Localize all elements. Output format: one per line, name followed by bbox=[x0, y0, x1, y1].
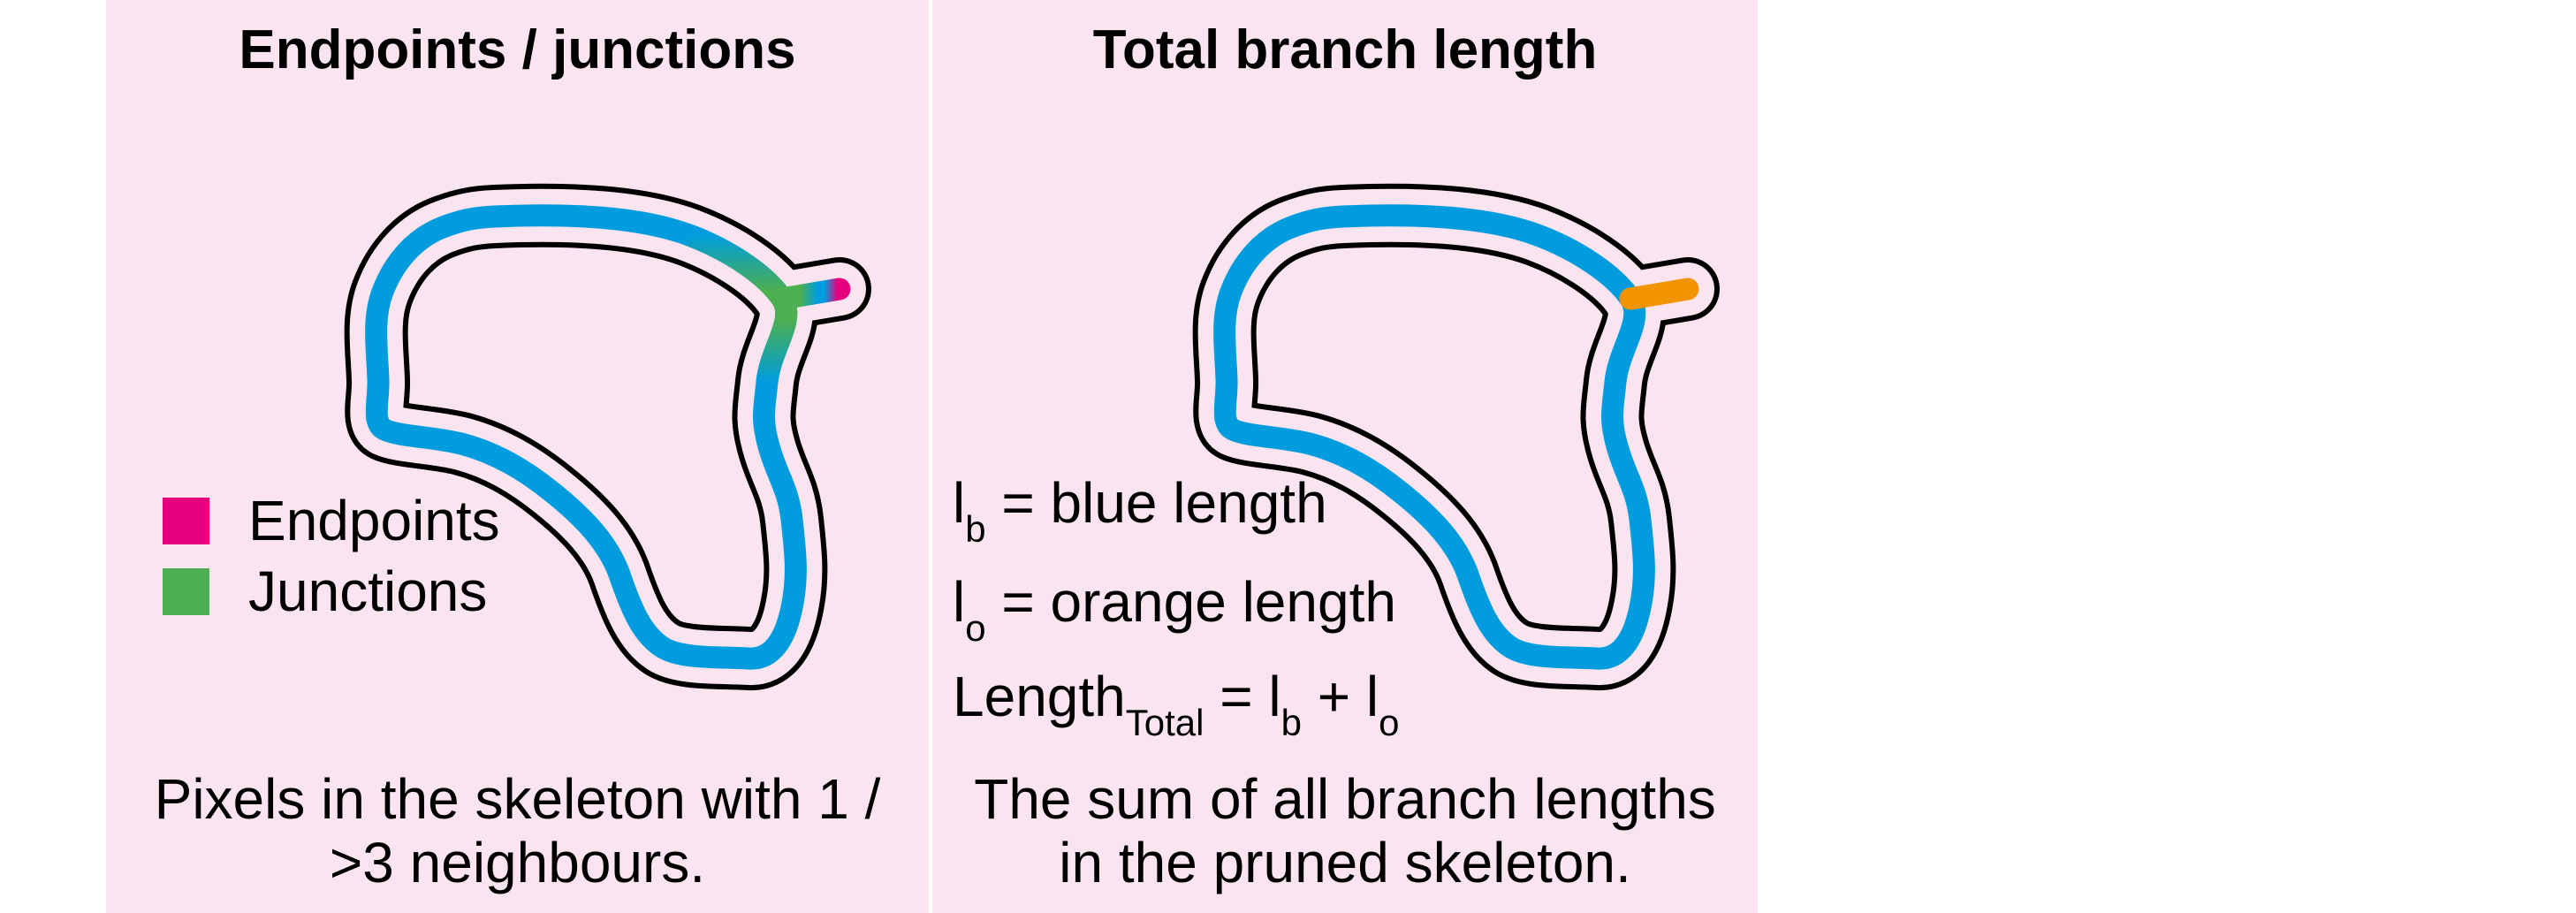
eq-orange-subscript: o bbox=[965, 607, 986, 649]
panel-title-endpoints-junctions: Endpoints / junctions bbox=[239, 19, 796, 80]
formula-equals-lb: = l bbox=[1204, 665, 1281, 728]
panel-title-total-branch-length: Total branch length bbox=[1092, 19, 1598, 80]
legend-row-endpoints: Endpoints bbox=[163, 489, 500, 552]
skeleton-diagram-endpoints bbox=[106, 0, 929, 913]
panel-endpoints-junctions: Endpoints / junctions bbox=[106, 0, 929, 913]
total-length-formula: LengthTotal = lb + lo bbox=[953, 661, 1400, 758]
eq-blue-length: lb = blue length bbox=[953, 467, 1396, 566]
caption-total-branch-length: The sum of all branch lengths in the pru… bbox=[932, 767, 1758, 894]
eq-orange-rest: = orange length bbox=[985, 570, 1396, 634]
eq-blue-subscript: b bbox=[965, 508, 986, 550]
branch-stub-orange bbox=[1630, 289, 1688, 299]
eq-blue-rest: = blue length bbox=[985, 471, 1327, 535]
length-definitions: lb = blue length lo = orange length bbox=[953, 467, 1396, 665]
endpoints-swatch-icon bbox=[163, 497, 209, 544]
caption-line-1: Pixels in the skeleton with 1 / bbox=[154, 767, 881, 831]
eq-blue-base: l bbox=[953, 471, 966, 535]
caption-line-1: The sum of all branch lengths bbox=[974, 767, 1716, 831]
branch-stub-endpoint-gradient bbox=[782, 289, 840, 299]
formula-plus-lo: + l bbox=[1301, 665, 1379, 728]
legend-row-junctions: Junctions bbox=[163, 559, 500, 623]
eq-orange-base: l bbox=[953, 570, 966, 634]
caption-endpoints-junctions: Pixels in the skeleton with 1 / >3 neigh… bbox=[106, 767, 929, 894]
caption-line-2: in the pruned skeleton. bbox=[1059, 831, 1631, 894]
legend-label-endpoints: Endpoints bbox=[248, 489, 500, 552]
eq-orange-length: lo = orange length bbox=[953, 566, 1396, 665]
junctions-swatch-icon bbox=[163, 567, 209, 615]
formula-length-word: Length bbox=[953, 665, 1126, 728]
legend-label-junctions: Junctions bbox=[248, 559, 488, 623]
panel-total-branch-length: Total branch length lb = blue length lo … bbox=[932, 0, 1758, 913]
legend: Endpoints Junctions bbox=[163, 489, 500, 633]
formula-b-subscript: b bbox=[1280, 702, 1302, 743]
formula-o-subscript: o bbox=[1379, 702, 1400, 743]
caption-line-2: >3 neighbours. bbox=[329, 831, 706, 894]
formula-total-subscript: Total bbox=[1125, 702, 1204, 743]
